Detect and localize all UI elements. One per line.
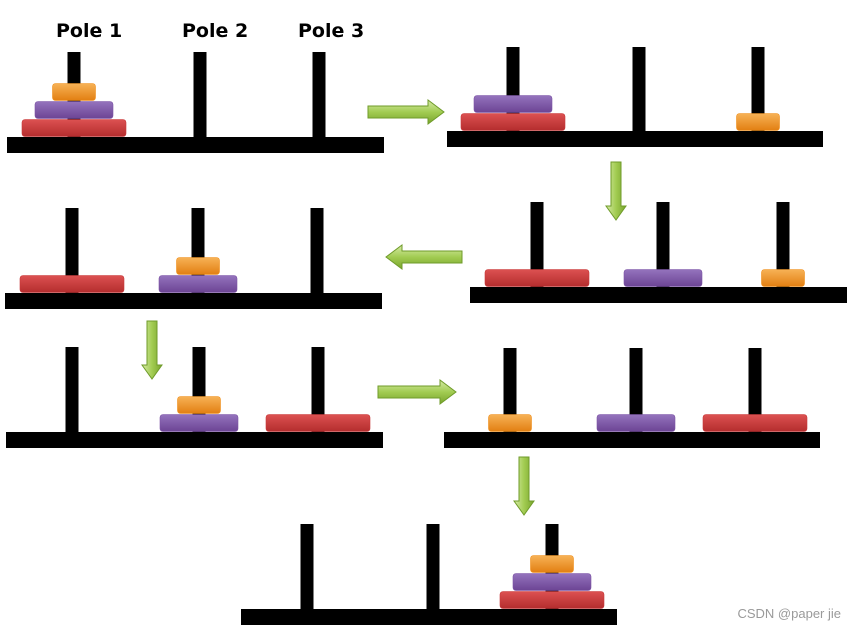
disk-large <box>265 414 371 432</box>
pole-1 <box>300 524 314 610</box>
disk-medium <box>159 414 239 432</box>
arrow-step-5-to-6 <box>377 379 457 405</box>
pole-2 <box>629 348 643 433</box>
pole-2 <box>656 202 670 288</box>
pole-1 <box>65 347 79 433</box>
disk-large <box>702 414 808 432</box>
disk-medium <box>596 414 676 432</box>
pole-3-label: Pole 3 <box>298 20 365 42</box>
pole-3 <box>751 47 765 132</box>
watermark: CSDN @paper jie <box>737 606 841 621</box>
pole-2 <box>632 47 646 132</box>
arrow-step-2-to-3 <box>605 161 627 221</box>
tower-state-6 <box>444 348 820 448</box>
pole-1 <box>65 208 79 294</box>
disk-medium <box>512 573 592 591</box>
pole-3 <box>748 348 762 433</box>
tower-base <box>6 432 383 448</box>
disk-large <box>19 275 125 293</box>
disk-small <box>736 113 780 131</box>
disk-small <box>176 257 220 275</box>
pole-3 <box>311 347 325 433</box>
pole-1-label: Pole 1 <box>56 20 123 42</box>
arrow-step-6-to-7 <box>513 456 535 516</box>
arrow-step-4-to-5 <box>141 320 163 380</box>
pole-3 <box>310 208 324 294</box>
disk-small <box>761 269 805 287</box>
pole-2-label: Pole 2 <box>182 20 249 42</box>
tower-base <box>447 131 823 147</box>
disk-small <box>530 555 574 573</box>
disk-small <box>488 414 532 432</box>
disk-large <box>484 269 590 287</box>
tower-state-4 <box>5 208 382 309</box>
tower-state-3 <box>470 202 847 303</box>
tower-base <box>7 137 384 153</box>
tower-base <box>444 432 820 448</box>
disk-medium <box>34 101 114 119</box>
tower-base <box>470 287 847 303</box>
disk-large <box>21 119 127 137</box>
tower-base <box>5 293 382 309</box>
disk-small <box>177 396 221 414</box>
tower-state-1 <box>7 52 384 153</box>
disk-small <box>52 83 96 101</box>
pole-2 <box>193 52 207 138</box>
disk-medium <box>158 275 238 293</box>
tower-state-5 <box>6 347 383 448</box>
pole-3 <box>312 52 326 138</box>
disk-medium <box>623 269 703 287</box>
pole-1 <box>530 202 544 288</box>
arrow-step-1-to-2 <box>367 99 445 125</box>
pole-1 <box>503 348 517 433</box>
arrow-step-3-to-4 <box>385 244 463 270</box>
disk-large <box>499 591 605 609</box>
tower-state-7 <box>241 524 617 625</box>
disk-large <box>460 113 566 131</box>
pole-3 <box>776 202 790 288</box>
tower-base <box>241 609 617 625</box>
disk-medium <box>473 95 553 113</box>
tower-state-2 <box>447 47 823 147</box>
pole-2 <box>426 524 440 610</box>
